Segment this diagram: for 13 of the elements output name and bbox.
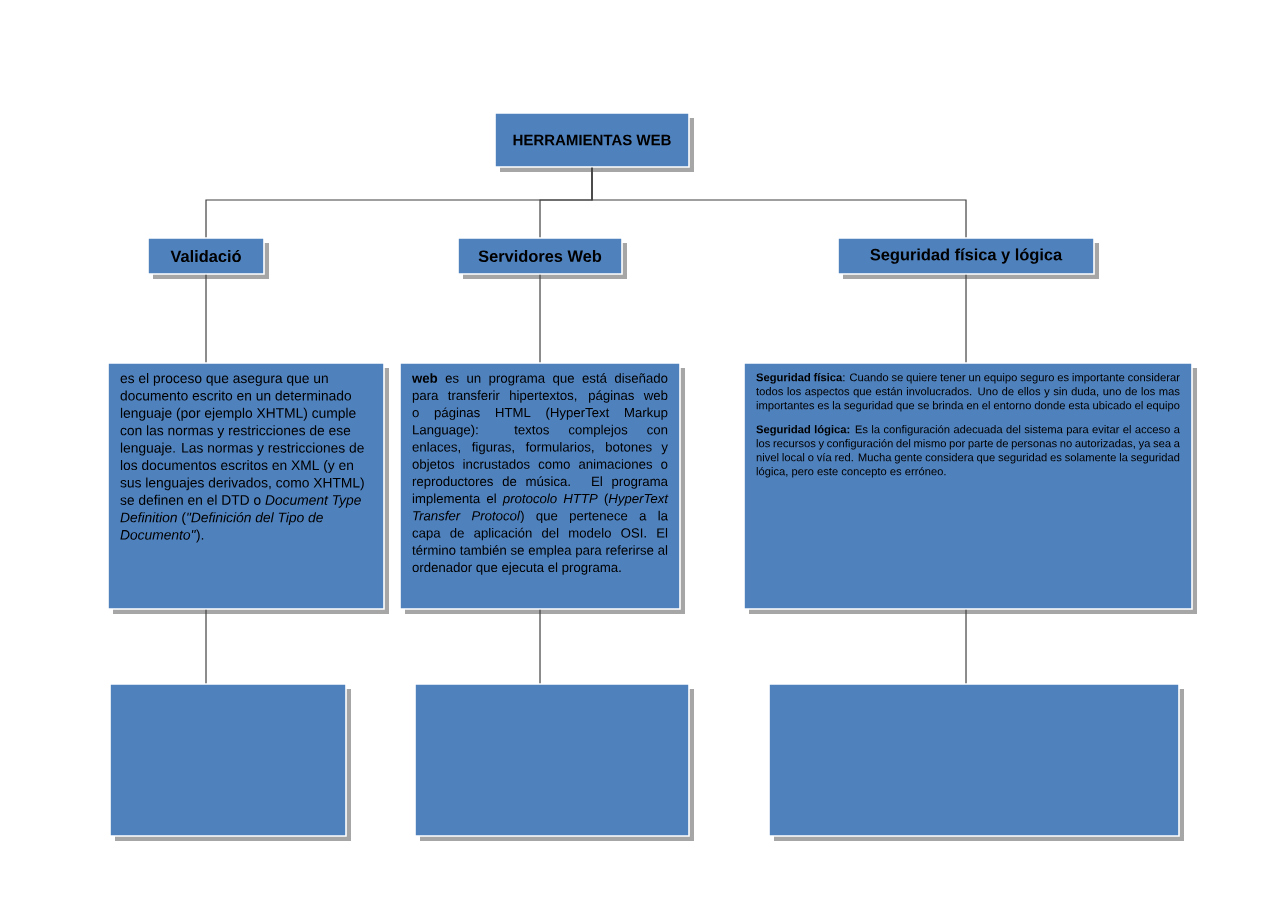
list-box (109, 683, 351, 841)
connector-line (965, 274, 967, 363)
connector-line (591, 167, 967, 238)
connector-line (539, 274, 541, 363)
list-box (768, 683, 1184, 841)
category-box: Validació (147, 237, 269, 279)
connector-line (539, 609, 541, 684)
connector-line (205, 609, 207, 684)
connector-line (965, 609, 967, 684)
connector-line (205, 274, 207, 363)
category-box: Seguridad física y lógica (837, 237, 1099, 279)
list-box (414, 683, 694, 841)
category-box: Servidores Web (457, 237, 627, 279)
